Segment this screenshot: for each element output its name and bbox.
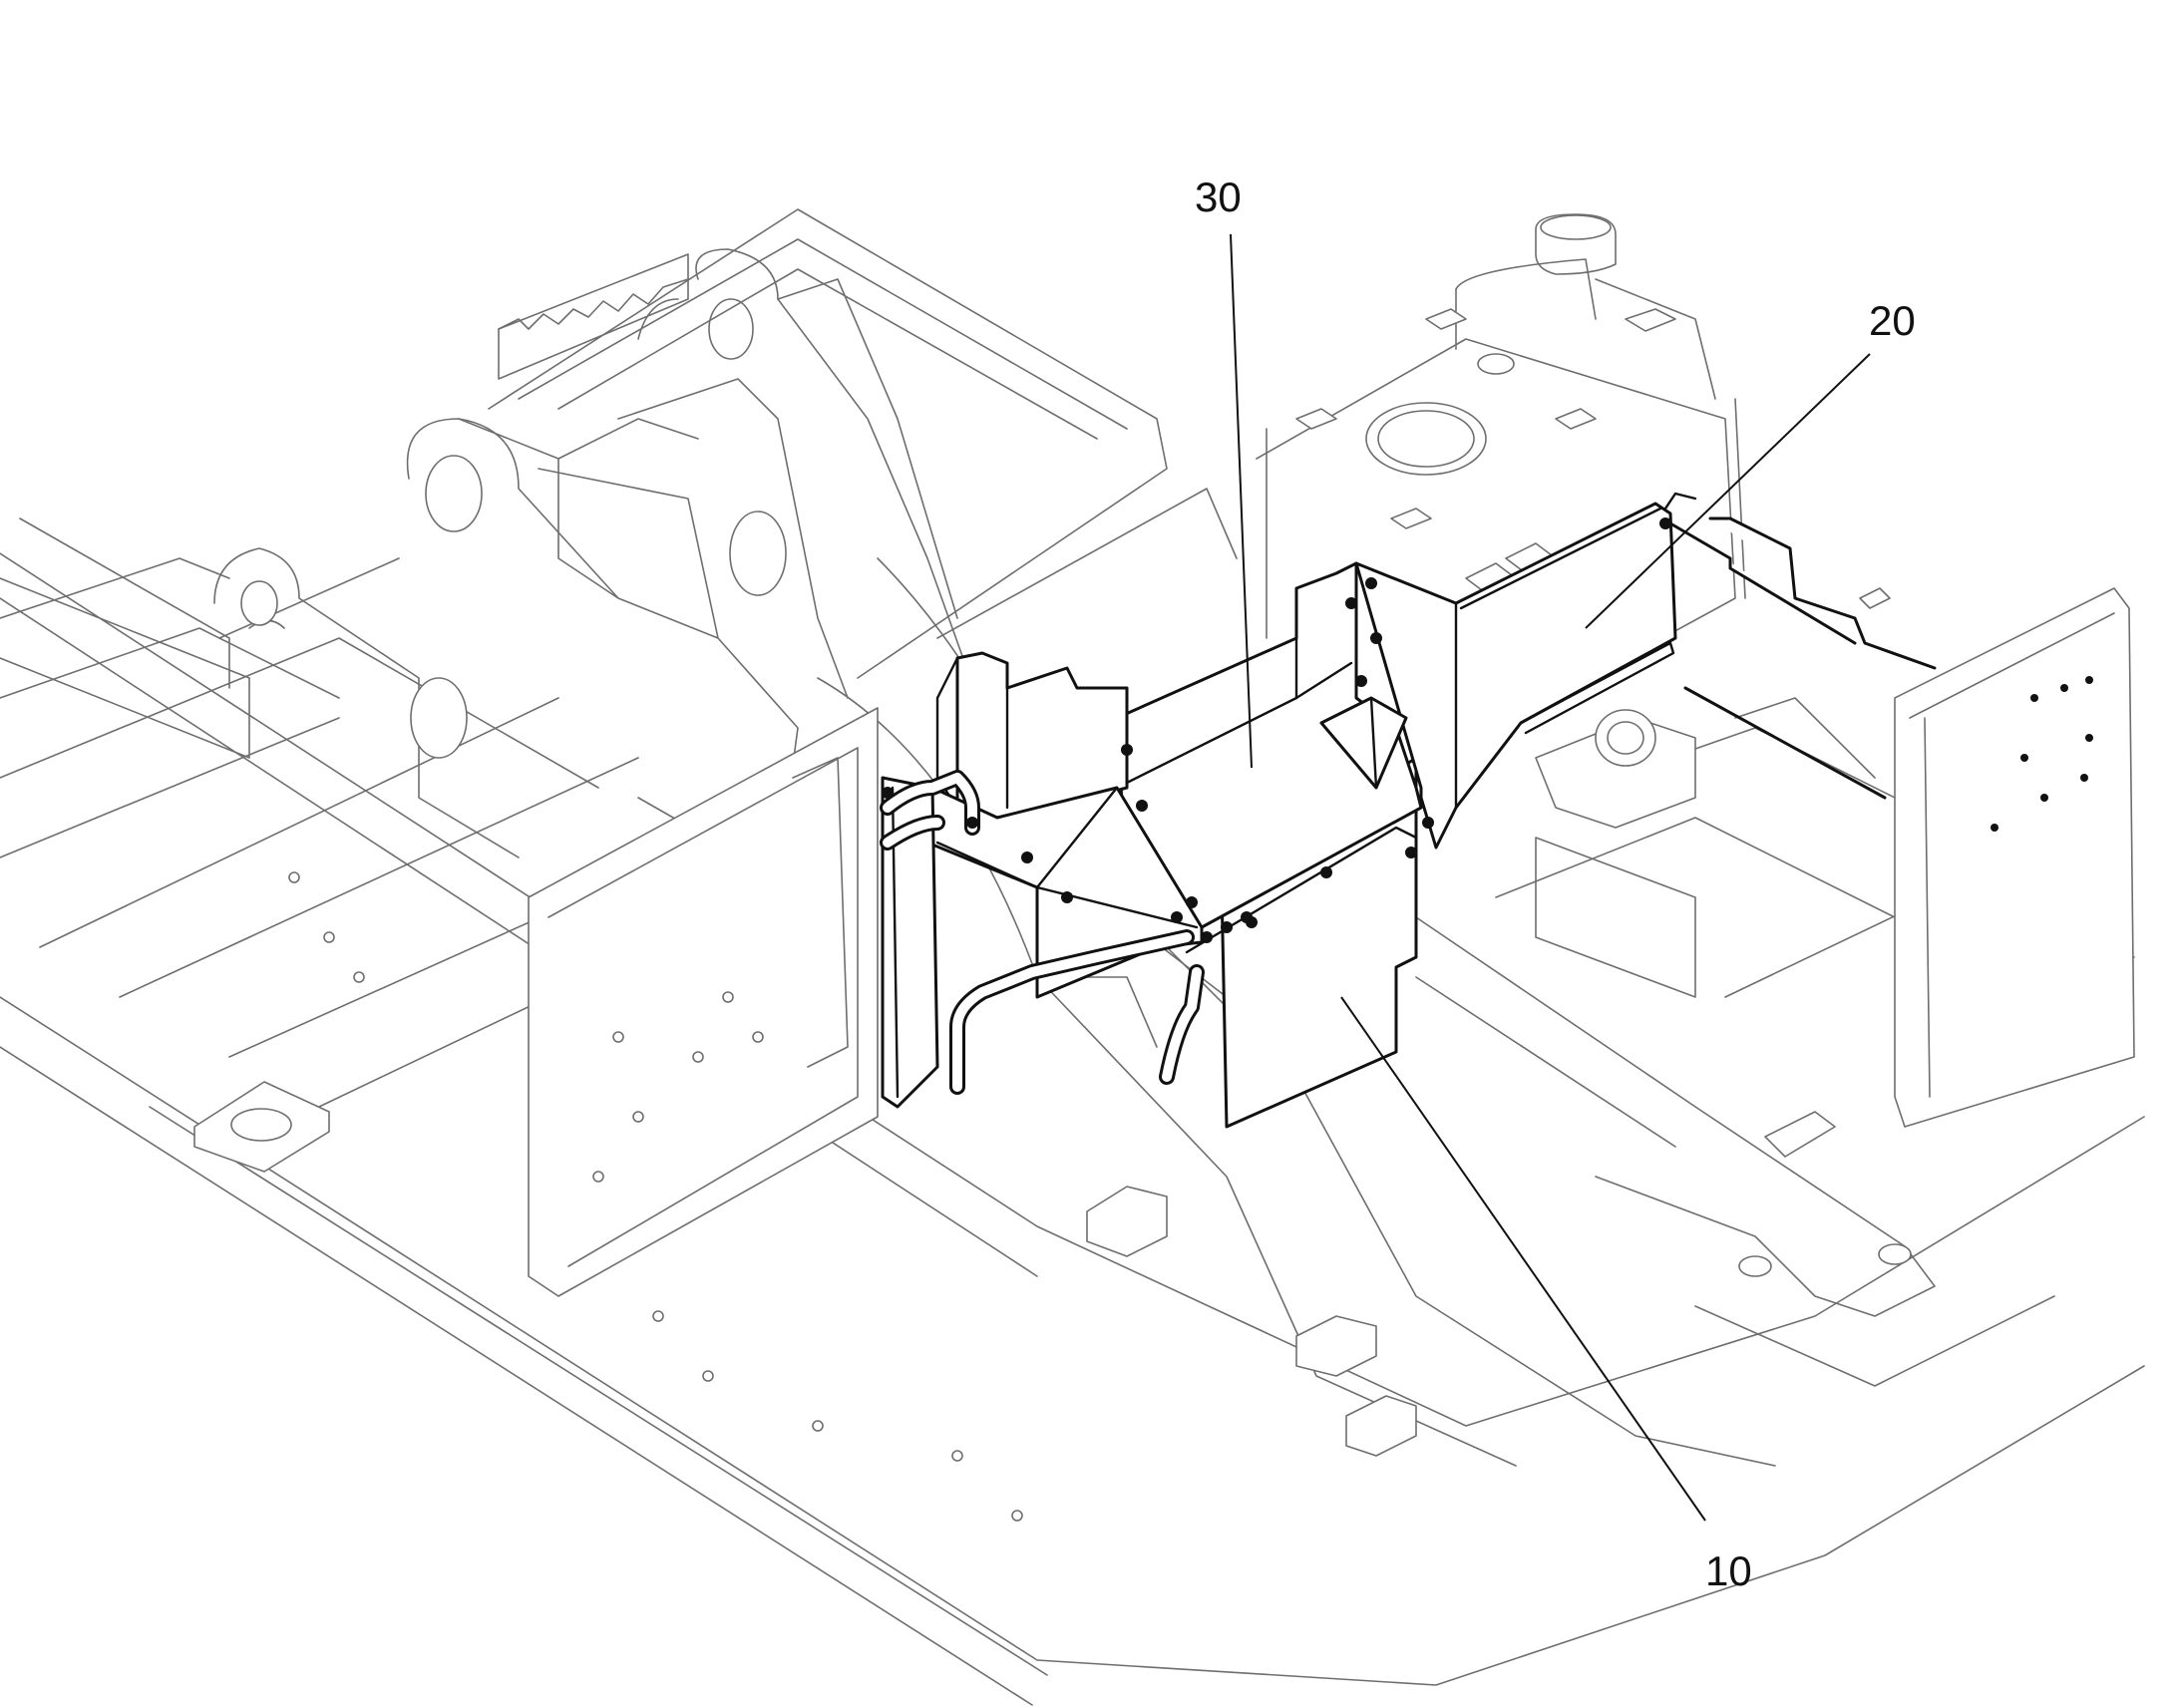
leader-line-20 [1585,353,1871,629]
machine-frame [0,208,2145,1706]
callout-30: 30 [1195,173,1242,220]
callout-20: 20 [1869,297,1916,344]
leader-line-30 [1230,233,1253,769]
part-20-panel [1354,492,1937,850]
callout-10: 10 [1705,1547,1752,1594]
leader-line-10 [1340,996,1706,1522]
part-30-duct [880,561,1434,1109]
